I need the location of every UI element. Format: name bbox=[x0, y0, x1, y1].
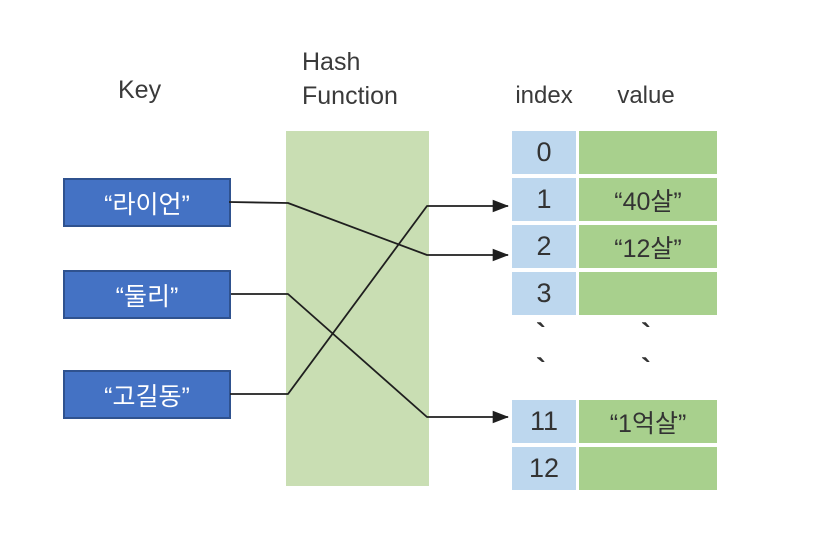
ellipsis-mark: ` bbox=[641, 353, 651, 386]
index-cell-1: 1 bbox=[512, 178, 576, 221]
ellipsis-mark: ` bbox=[641, 318, 651, 351]
index-cell-12: 12 bbox=[512, 447, 576, 490]
value-cell-2: “12살” bbox=[579, 225, 717, 268]
key-box-ryan: “라이언” bbox=[63, 178, 231, 227]
ellipsis-mark: ` bbox=[536, 318, 546, 351]
value-cell-12 bbox=[579, 447, 717, 490]
key-box-label: “둘리” bbox=[115, 282, 179, 311]
value-cell-11: “1억살” bbox=[579, 400, 717, 443]
hash-function-label: Hash Function bbox=[302, 48, 398, 110]
value-cell-0 bbox=[579, 131, 717, 174]
key-box-label: “고길동” bbox=[104, 382, 190, 411]
key-column-label: Key bbox=[118, 76, 162, 104]
key-box-dooly: “둘리” bbox=[63, 270, 231, 319]
value-cell-1: “40살” bbox=[579, 178, 717, 221]
hash-function-box bbox=[286, 131, 429, 486]
index-cell-0: 0 bbox=[512, 131, 576, 174]
ellipsis-mark: ` bbox=[536, 353, 546, 386]
index-cell-3: 3 bbox=[512, 272, 576, 315]
value-cell-3 bbox=[579, 272, 717, 315]
index-cell-2: 2 bbox=[512, 225, 576, 268]
value-column-header: value bbox=[617, 82, 675, 109]
key-box-label: “라이언” bbox=[104, 190, 190, 219]
key-box-gogildong: “고길동” bbox=[63, 370, 231, 419]
index-cell-11: 11 bbox=[512, 400, 576, 443]
index-column-header: index bbox=[515, 82, 573, 109]
